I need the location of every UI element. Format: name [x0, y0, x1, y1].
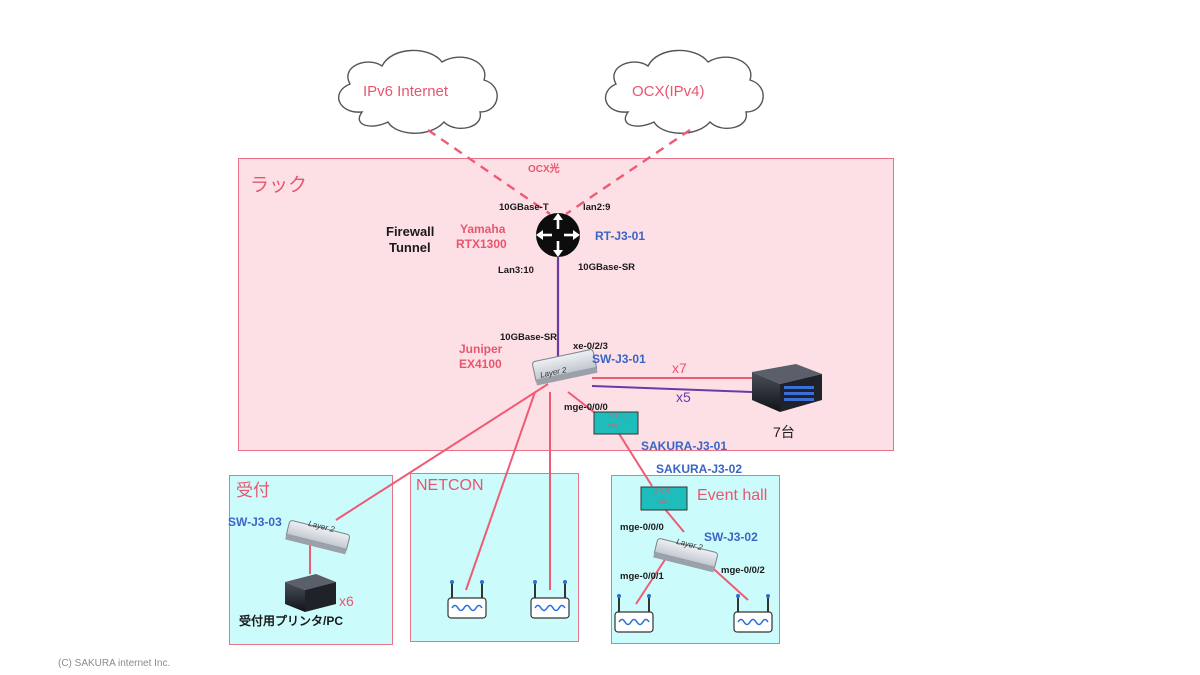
link-ocx-to-router — [565, 129, 691, 215]
link-sakura-to-event-switch — [663, 507, 685, 533]
port-label-event-mge-0-0-2: mge-0/0/2 — [721, 565, 765, 576]
link-x5 — [591, 385, 753, 393]
router-role-firewall: Firewall — [386, 224, 435, 239]
router-icon — [536, 213, 580, 257]
core-switch-icon — [532, 349, 598, 386]
port-label-mge-0-0-0-core: mge-0/0/0 — [564, 402, 608, 413]
event-switch-name: SW-J3-02 — [704, 530, 758, 544]
uketsuke-printer-label: 受付用プリンタ/PC — [239, 614, 344, 628]
sakura-box-1-text1: さくら — [607, 414, 626, 420]
sakura-j3-01-box — [593, 411, 639, 435]
cloud-ocx-ipv4 — [604, 49, 764, 134]
port-label-lan2-9: lan2:9 — [583, 202, 611, 213]
link-ipv6-to-router — [427, 129, 551, 215]
sakura-box-1-text2: SW — [608, 424, 618, 430]
core-switch-name: SW-J3-01 — [592, 352, 646, 366]
router-name: RT-J3-01 — [595, 229, 646, 243]
cloud-ipv6-internet — [338, 49, 498, 134]
cloud-label-ipv6: IPv6 Internet — [363, 83, 449, 100]
link-label-x7: x7 — [672, 360, 687, 376]
port-label-event-mge-0-0-1: mge-0/0/1 — [620, 571, 664, 582]
port-label-xe-0-2-3: xe-0/2/3 — [573, 341, 608, 352]
sakura-j3-02-label: SAKURA-J3-02 — [656, 462, 743, 476]
server-icon — [752, 364, 822, 412]
uketsuke-switch-name: SW-J3-03 — [228, 515, 282, 529]
zone-title-netcon: NETCON — [416, 477, 484, 494]
port-label-event-mge-0-0-0: mge-0/0/0 — [620, 522, 664, 533]
port-label-10gbase-t: 10GBase-T — [499, 202, 549, 213]
core-switch-model: EX4100 — [459, 357, 502, 371]
sakura-j3-02-box — [640, 486, 688, 511]
copyright-text: (C) SAKURA internet Inc. — [58, 658, 171, 669]
port-label-switch-10gbase-sr: 10GBase-SR — [500, 332, 558, 343]
link-event-switch-to-ap1 — [635, 551, 671, 605]
uketsuke-multiplier: x6 — [339, 593, 354, 609]
link-label-ocx-hikari: OCX光 — [528, 164, 560, 175]
router-vendor: Yamaha — [460, 222, 506, 236]
printer-pc-icon — [285, 574, 336, 612]
router-role-tunnel: Tunnel — [389, 240, 431, 255]
event-switch-icon — [653, 538, 719, 573]
zone-title-event-hall: Event hall — [697, 487, 768, 504]
wireless-ap-icon — [614, 594, 654, 633]
sakura-box-2-text2: SW — [657, 500, 667, 506]
wireless-ap-icon — [530, 580, 570, 619]
uketsuke-switch-icon — [285, 520, 351, 555]
wireless-ap-icon — [447, 580, 487, 619]
sakura-j3-01-label: SAKURA-J3-01 — [641, 439, 728, 453]
router-model: RTX1300 — [456, 237, 507, 251]
port-label-router-10gbase-sr: 10GBase-SR — [578, 262, 636, 273]
servers-count: 7台 — [773, 424, 795, 440]
link-label-x5: x5 — [676, 389, 691, 405]
link-sakura-to-sakura — [617, 431, 653, 487]
cloud-label-ocx: OCX(IPv4) — [632, 83, 705, 100]
zone-title-uketsuke: 受付 — [236, 481, 270, 500]
core-switch-vendor: Juniper — [459, 342, 503, 356]
wireless-ap-icon — [733, 594, 773, 633]
link-core-to-uketsuke — [335, 383, 549, 521]
sakura-box-2-text1: さくら — [653, 489, 672, 495]
zone-title-rack: ラック — [250, 175, 308, 196]
link-core-to-netcon-1 — [465, 391, 536, 591]
port-label-lan3-10: Lan3:10 — [498, 265, 534, 276]
